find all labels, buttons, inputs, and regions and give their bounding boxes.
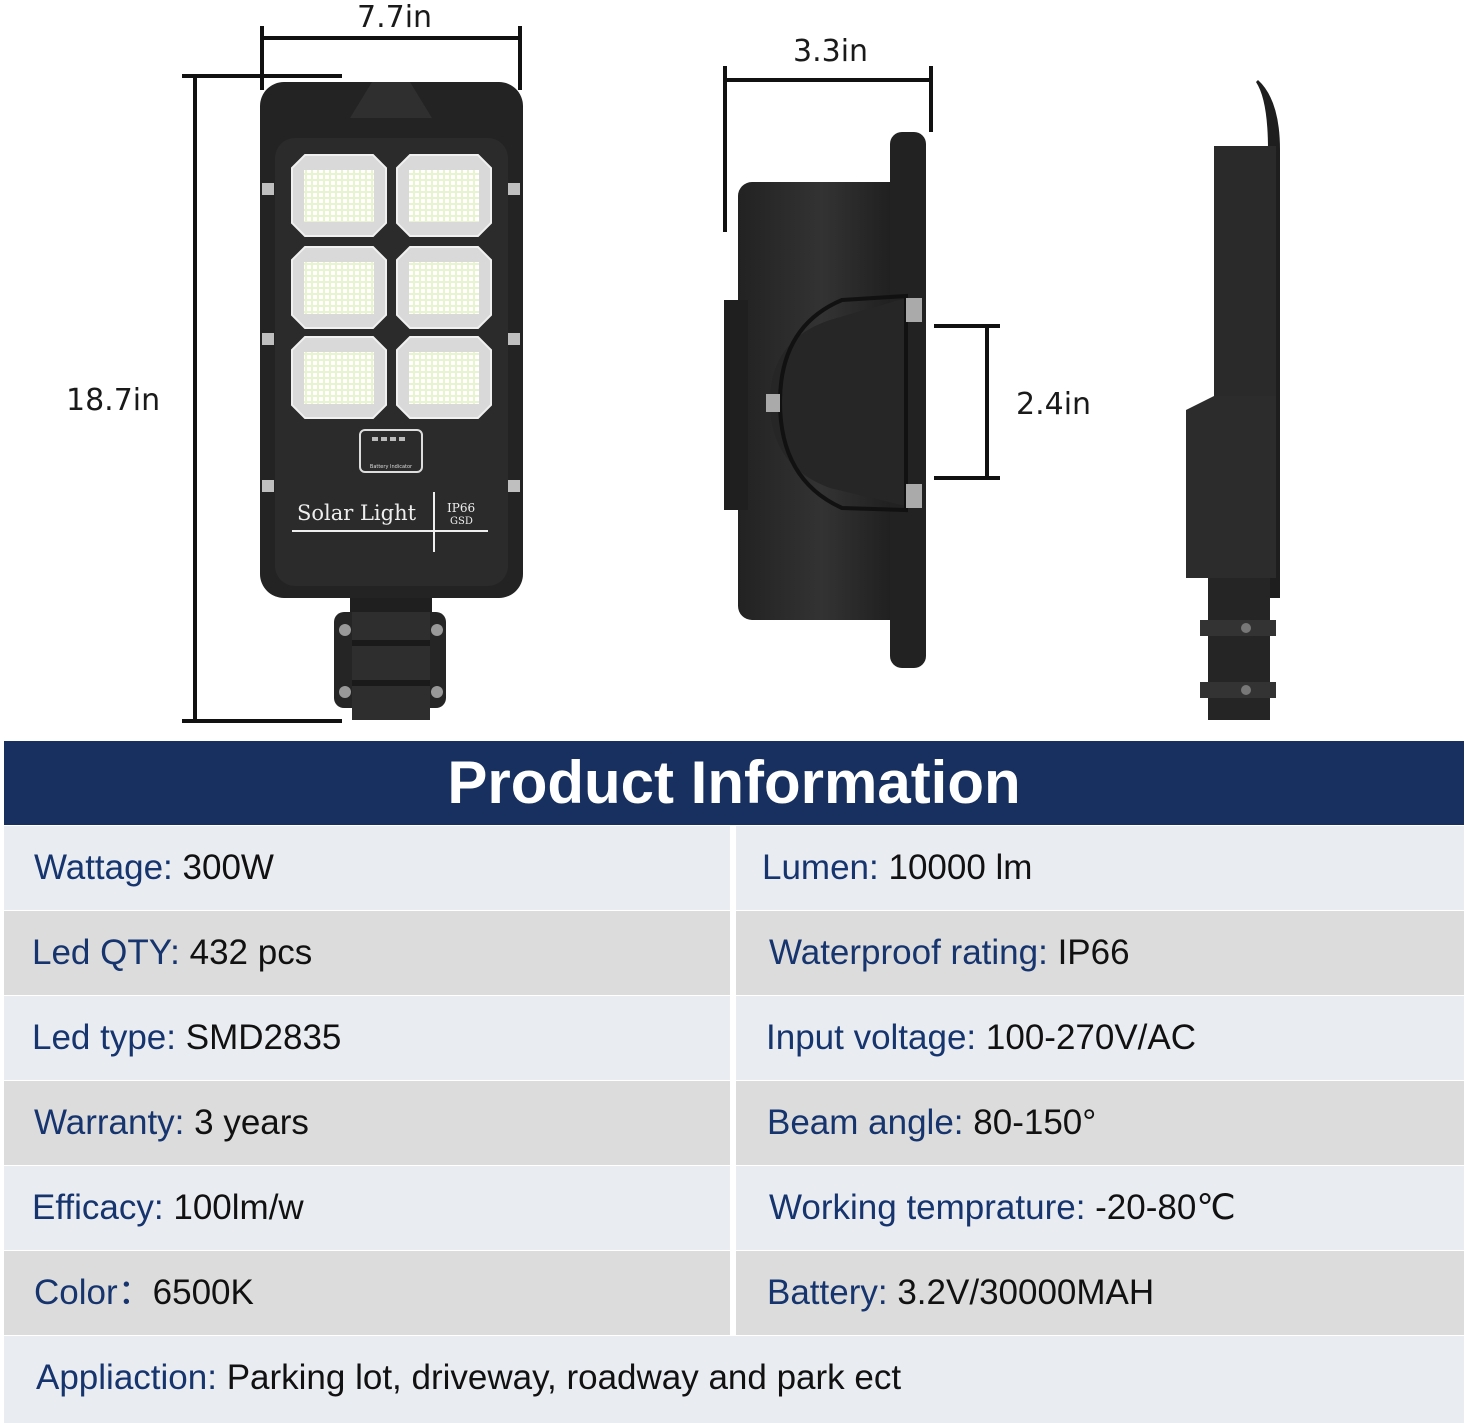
spec-key: Input voltage: <box>766 1018 977 1057</box>
spec-key: Battery: <box>767 1273 888 1312</box>
ip-rating-label: IP66 <box>447 501 475 515</box>
product-drawings: Battery Indicator Solar Light IP66 GSD <box>182 26 1280 723</box>
pole-mount <box>334 598 446 720</box>
led-modules <box>291 154 492 419</box>
spec-value: 300W <box>182 848 274 887</box>
spec-key: Waterproof rating: <box>769 933 1048 972</box>
battery-indicator-label: Battery Indicator <box>370 464 413 470</box>
spec-value: 100lm/w <box>173 1188 304 1227</box>
front-width-dimension <box>260 26 522 90</box>
column-divider <box>730 826 736 1336</box>
spec-key: Color： <box>34 1273 153 1312</box>
spec-value: IP66 <box>1057 933 1130 972</box>
battery-indicator: Battery Indicator <box>359 429 423 473</box>
mount-dimension <box>934 324 1000 480</box>
spec-key: Working temprature: <box>769 1188 1086 1227</box>
spec-key: Lumen: <box>762 848 879 887</box>
front-height-dimension <box>182 74 342 723</box>
spec-value: 3.2V/30000MAH <box>897 1273 1155 1312</box>
spec-value: 3 years <box>194 1103 309 1142</box>
height-label: 18.7in <box>66 383 161 418</box>
spec-key: Wattage: <box>34 848 173 887</box>
spec-value: -20-80℃ <box>1095 1188 1236 1227</box>
spec-value: 6500K <box>152 1273 254 1312</box>
application-row: Appliaction: Parking lot, driveway, road… <box>4 1336 1464 1423</box>
spec-key: Beam angle: <box>767 1103 964 1142</box>
spec-value: SMD2835 <box>185 1018 342 1057</box>
brand-label: GSD <box>450 516 473 527</box>
spec-key: Warranty: <box>34 1103 185 1142</box>
solar-light-label: Solar Light <box>297 501 417 525</box>
side-depth-dimension <box>723 66 933 232</box>
application-value: Parking lot, driveway, roadway and park … <box>226 1358 902 1397</box>
application-key: Appliaction: <box>36 1358 217 1397</box>
spec-value: 10000 lm <box>888 848 1033 887</box>
spec-value: 100-270V/AC <box>985 1018 1197 1057</box>
width-label: 7.7in <box>357 0 433 35</box>
spec-key: Efficacy: <box>32 1188 164 1227</box>
mount-label: 2.4in <box>1016 387 1092 422</box>
spec-value: 80-150° <box>973 1103 1097 1142</box>
spec-value: 432 pcs <box>189 933 313 972</box>
lamp-profile-view <box>1186 80 1280 720</box>
lamp-front-view: Battery Indicator Solar Light IP66 GSD <box>260 82 523 720</box>
spec-key: Led type: <box>32 1018 176 1057</box>
product-information-header: Product Information <box>4 741 1464 825</box>
spec-key: Led QTY: <box>32 933 180 972</box>
depth-label: 3.3in <box>793 34 869 69</box>
lamp-side-view <box>724 132 926 668</box>
